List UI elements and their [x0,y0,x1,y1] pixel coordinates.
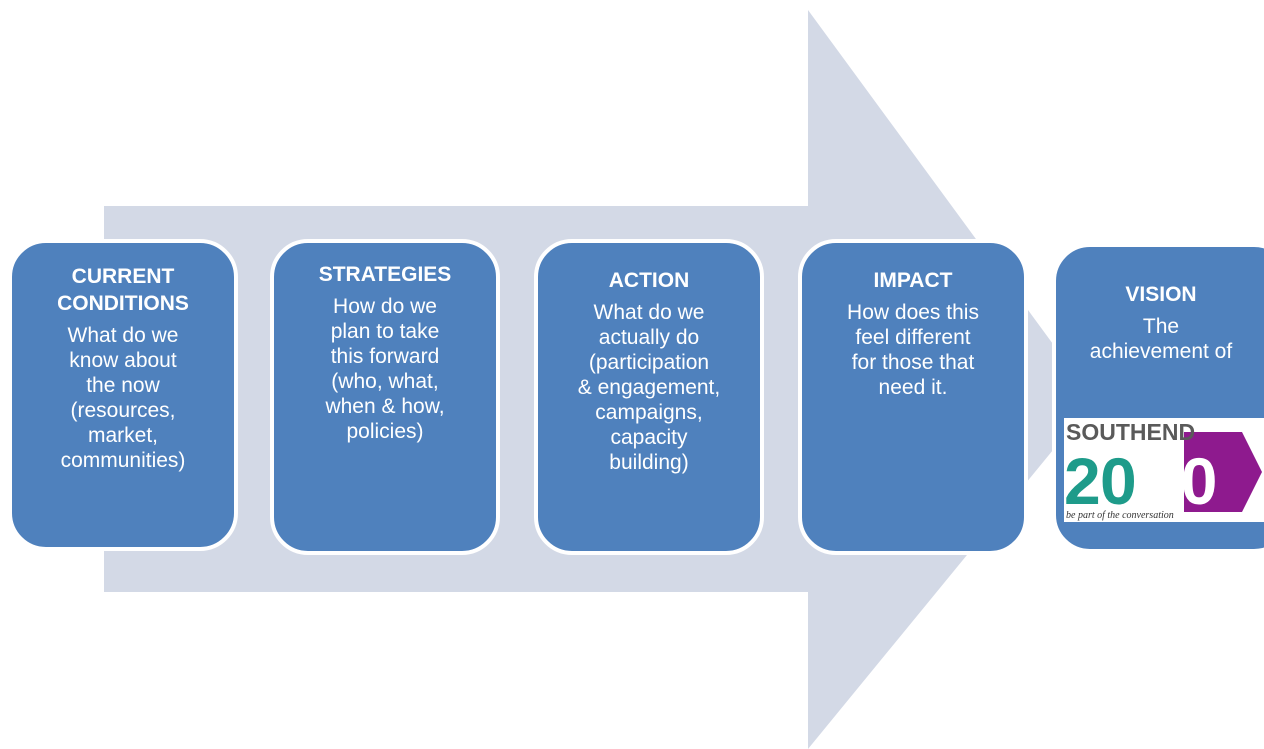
step-action: ACTION What do we actually do (participa… [534,239,764,555]
step-description: What do we know about the now (resources… [20,323,226,473]
title-line: STRATEGIES [318,263,452,286]
body-line: the now [86,374,160,397]
body-line: What do we [593,301,705,324]
body-line: What do we [67,324,179,347]
step-impact: IMPACT How does this feel different for … [798,239,1028,555]
step-description: What do we actually do (participation & … [546,300,752,475]
logo-year-mid: 0 [1100,444,1137,518]
step-description: How do we plan to take this forward (who… [282,294,488,444]
title-line: ACTION [608,269,690,292]
step-title: CURRENT CONDITIONS [20,263,226,317]
title-line: CURRENT [71,265,175,288]
step-title: IMPACT [810,267,1016,294]
step-description: How does this feel different for those t… [810,300,1016,400]
step-title: VISION [1064,281,1258,308]
body-line: How does this [847,301,979,324]
southend-2050-logo: SOUTHEND 2 0 50 be part of the conversat… [1064,418,1264,522]
body-line: capacity [610,426,688,449]
title-line: IMPACT [873,269,953,292]
logo-word: SOUTHEND [1066,419,1195,445]
body-line: & engagement, [577,376,721,399]
body-line: communities) [60,449,186,472]
body-line: plan to take [330,320,440,343]
logo-year-left: 2 [1064,444,1101,518]
step-title: STRATEGIES [282,261,488,288]
body-line: campaigns, [595,401,703,424]
logo-tagline: be part of the conversation [1066,510,1174,521]
body-line: market, [87,424,158,447]
body-line: (resources, [70,399,176,422]
body-line: The [1142,315,1180,338]
step-title: ACTION [546,267,752,294]
body-line: feel different [855,326,971,349]
step-current-conditions: CURRENT CONDITIONS What do we know about… [8,239,238,551]
step-strategies: STRATEGIES How do we plan to take this f… [270,239,500,555]
title-line: CONDITIONS [57,292,189,315]
body-line: this forward [330,345,440,368]
body-line: achievement of [1089,340,1233,363]
body-line: policies) [346,420,424,443]
body-line: building) [609,451,689,474]
body-line: (participation [588,351,710,374]
body-line: know about [69,349,177,372]
body-line: (who, what, [331,370,439,393]
body-line: need it. [878,376,948,399]
body-line: when & how, [325,395,445,418]
title-line: VISION [1125,283,1197,306]
body-line: for those that [851,351,975,374]
body-line: How do we [333,295,437,318]
step-description: The achievement of [1064,314,1258,364]
logo-arrow [1184,432,1262,512]
logo-year-right: 50 [1144,444,1217,518]
body-line: actually do [598,326,700,349]
